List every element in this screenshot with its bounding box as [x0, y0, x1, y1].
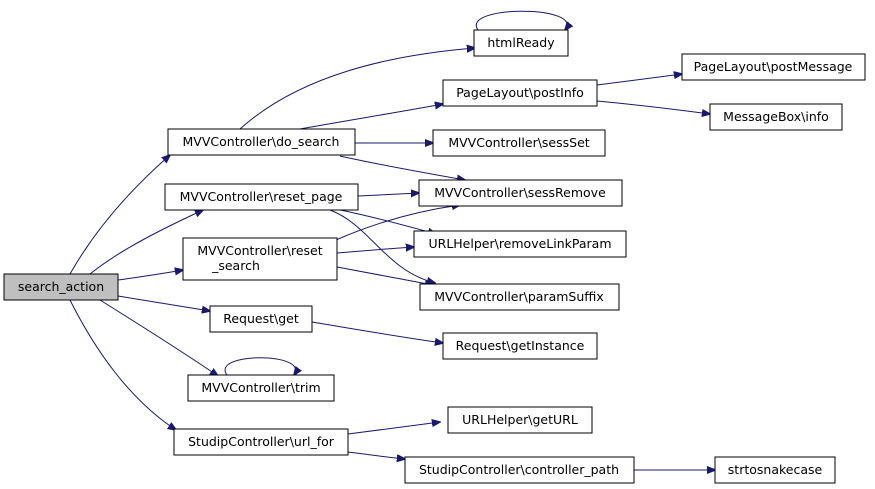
node-htmlReady[interactable]: htmlReady	[473, 29, 569, 57]
node-label: MVVController\reset	[197, 243, 322, 258]
edge-search_action-url_for	[69, 299, 176, 430]
node-label: Request\get	[223, 311, 299, 326]
node-url_for[interactable]: StudipController\url_for	[173, 428, 349, 456]
node-do_search[interactable]: MVVController\do_search	[167, 128, 356, 156]
edge-postInfo-messagebox_info	[596, 100, 710, 114]
node-label: MVVController\sessSet	[448, 135, 589, 150]
node-getURL[interactable]: URLHelper\getURL	[447, 406, 593, 434]
edge-reset_page-removeLinkParam	[339, 209, 436, 234]
edge-search_action-request_get	[117, 295, 210, 311]
node-paramSuffix[interactable]: MVVController\paramSuffix	[419, 283, 620, 311]
node-label: URLHelper\removeLinkParam	[428, 236, 611, 251]
edge-do_search-htmlReady	[239, 48, 475, 130]
node-label: MVVController\paramSuffix	[434, 289, 604, 304]
node-box	[164, 183, 359, 211]
node-postInfo[interactable]: PageLayout\postInfo	[442, 79, 598, 107]
node-label: MessageBox\info	[723, 109, 829, 124]
node-box	[473, 29, 569, 57]
node-box	[442, 79, 598, 107]
node-box	[418, 179, 623, 207]
edge-url_for-controller_path	[347, 451, 405, 459]
node-messagebox_info[interactable]: MessageBox\info	[709, 103, 843, 131]
node-request_get[interactable]: Request\get	[209, 305, 313, 333]
node-box	[173, 428, 349, 456]
node-box	[413, 230, 627, 258]
node-label: Request\getInstance	[456, 338, 585, 353]
node-box	[442, 332, 598, 360]
node-trim[interactable]: MVVController\trim	[187, 374, 335, 402]
node-box	[681, 53, 866, 81]
node-label: MVVController\reset_page	[180, 189, 343, 204]
node-box	[167, 128, 356, 156]
node-reset_search[interactable]: MVVController\reset _search	[182, 237, 338, 281]
node-box	[432, 129, 606, 157]
node-box	[709, 103, 843, 131]
node-box	[419, 283, 620, 311]
edge-postInfo-postMessage	[596, 74, 682, 86]
edge-search_action-do_search	[69, 155, 170, 275]
node-reset_page[interactable]: MVVController\reset_page	[164, 183, 359, 211]
node-box	[714, 456, 836, 484]
node-getInstance[interactable]: Request\getInstance	[442, 332, 598, 360]
edge-url_for-getURL	[347, 422, 440, 435]
edge-htmlReady-htmlReady	[475, 10, 567, 30]
node-strtosnakecase[interactable]: strtosnakecase	[714, 456, 836, 484]
node-label: PageLayout\postMessage	[694, 59, 853, 74]
node-label: MVVController\trim	[201, 380, 320, 395]
edge-trim-trim	[224, 357, 296, 375]
node-postMessage[interactable]: PageLayout\postMessage	[681, 53, 866, 81]
edge-reset_page-paramSuffix	[329, 209, 435, 283]
edge-search_action-reset_page	[89, 210, 203, 275]
edge-reset_search-sessRemove	[335, 205, 460, 241]
edge-do_search-postInfo	[299, 104, 443, 130]
node-label: MVVController\sessRemove	[434, 185, 606, 200]
node-label: MVVController\do_search	[183, 134, 340, 149]
nodes: search_action MVVController\do_search MV…	[3, 29, 866, 484]
node-box	[447, 406, 593, 434]
node-box	[209, 305, 313, 333]
node-sessSet[interactable]: MVVController\sessSet	[432, 129, 606, 157]
edge-reset_search-removeLinkParam	[336, 247, 414, 254]
edge-search_action-trim	[99, 299, 218, 376]
node-label: htmlReady	[487, 35, 555, 50]
node-label: strtosnakecase	[728, 462, 823, 477]
node-label: URLHelper\getURL	[462, 412, 578, 427]
edges	[69, 10, 715, 470]
edge-do_search-sessRemove	[339, 155, 465, 180]
node-label: search_action	[18, 279, 104, 294]
node-box	[3, 273, 119, 301]
node-controller_path[interactable]: StudipController\controller_path	[404, 456, 635, 484]
edge-search_action-reset_search	[117, 270, 183, 281]
node-label: PageLayout\postInfo	[456, 85, 584, 100]
node-label: _search	[211, 258, 260, 273]
node-box	[187, 374, 335, 402]
node-box	[404, 456, 635, 484]
node-removeLinkParam[interactable]: URLHelper\removeLinkParam	[413, 230, 627, 258]
node-sessRemove[interactable]: MVVController\sessRemove	[418, 179, 623, 207]
node-box	[182, 237, 338, 281]
node-label: StudipController\url_for	[188, 434, 335, 449]
node-label: StudipController\controller_path	[419, 462, 619, 477]
edge-request_get-getInstance	[311, 321, 443, 343]
node-search_action[interactable]: search_action	[3, 273, 119, 301]
edge-reset_search-paramSuffix	[336, 266, 433, 285]
edge-reset_page-sessRemove	[357, 193, 419, 196]
